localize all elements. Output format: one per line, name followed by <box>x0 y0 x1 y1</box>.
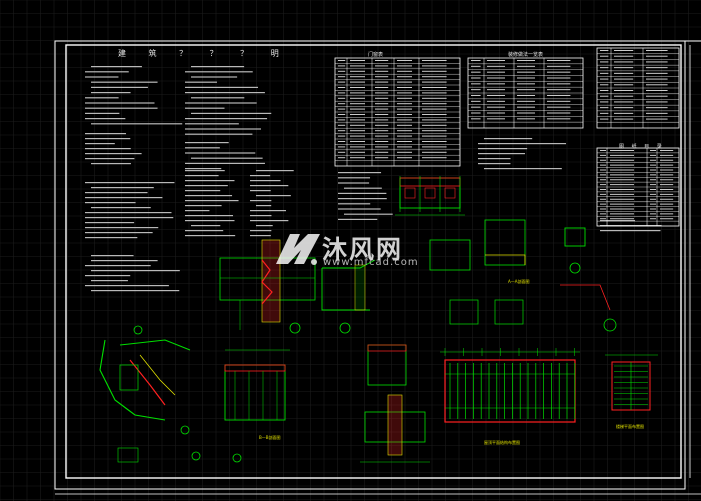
label-section-aa: A—A剖面图 <box>508 279 530 284</box>
detail-callout-3 <box>569 262 581 274</box>
door-window-table <box>334 57 461 167</box>
watermark-url: www.mfcad.com <box>323 257 419 268</box>
detail-callout-1 <box>289 322 301 334</box>
section-bb-drawing <box>224 364 286 421</box>
curved-stair-detail <box>99 339 166 421</box>
detail-drawings <box>99 176 658 463</box>
detail-callout-2 <box>339 322 351 334</box>
table2-title: 装修做法一览表 <box>508 52 544 58</box>
drawing-index-table <box>596 47 680 129</box>
drawing-list-table <box>596 147 680 227</box>
label-roof-plan: 屋顶平面结构布置图 <box>484 440 520 445</box>
watermark-brand: 沐风网 <box>322 235 404 264</box>
small-plan-detail <box>399 177 461 209</box>
label-stair-plan: 楼梯平面布置图 <box>616 424 644 429</box>
table1-title: 门窗表 <box>368 52 384 58</box>
roof-plan-drawing <box>444 359 576 423</box>
section-detail-c <box>564 227 586 247</box>
design-notes-left <box>85 66 183 292</box>
column-detail <box>219 257 316 301</box>
drawing-title: 建 筑 ？ ？ ？ 明 <box>118 49 289 58</box>
sheet-frame <box>54 40 701 495</box>
detail-callout-4 <box>603 318 617 332</box>
section-detail-d <box>449 299 479 325</box>
table3-title: 图 纸 目 录 <box>619 144 665 150</box>
section-detail-a <box>429 239 471 271</box>
section-detail-b <box>484 219 526 266</box>
watermark-logo-icon <box>276 234 320 265</box>
section-detail-e <box>494 299 524 325</box>
finish-schedule-table <box>467 57 584 129</box>
design-notes-middle <box>185 66 662 237</box>
wall-detail-lower <box>364 411 426 443</box>
label-section-bb: B—B剖面图 <box>259 435 281 440</box>
